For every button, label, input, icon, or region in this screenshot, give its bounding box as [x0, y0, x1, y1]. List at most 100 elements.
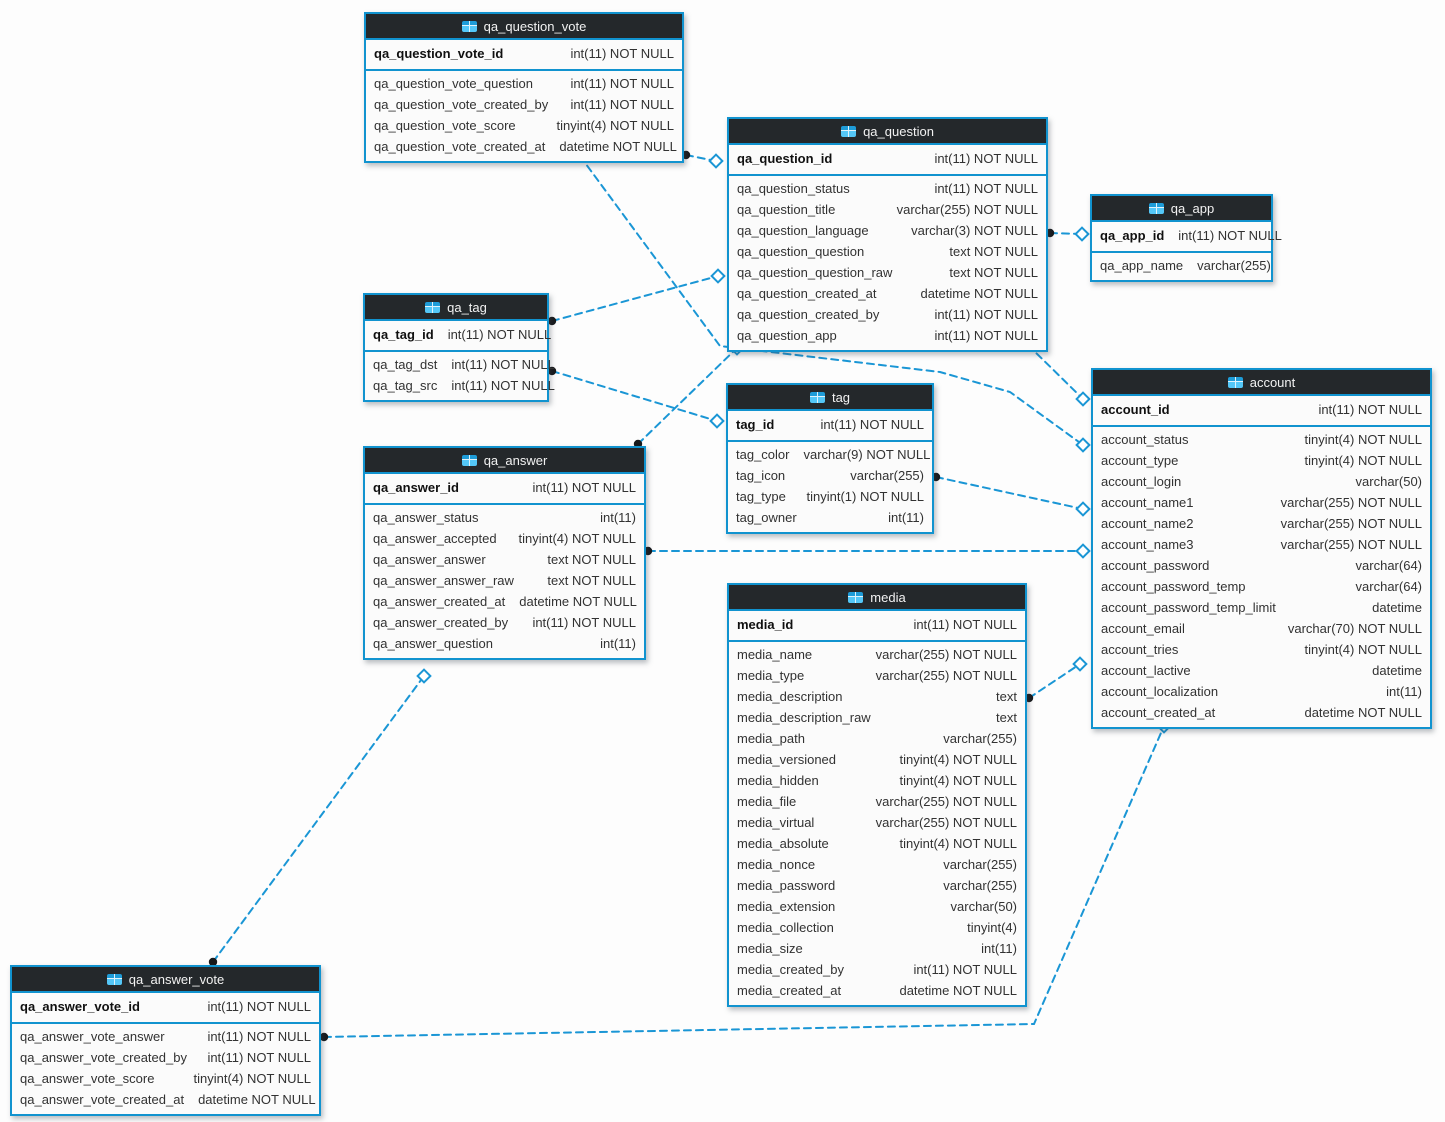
relationship-media-account[interactable] [1024, 656, 1088, 703]
table-header[interactable]: media [729, 585, 1025, 611]
relationship-qa_tag-qa_question[interactable] [547, 268, 726, 326]
relationship-qa_answer_vote-qa_answer[interactable] [208, 668, 432, 967]
relationship-line[interactable] [579, 155, 1084, 446]
table-header[interactable]: qa_app [1092, 196, 1271, 222]
relationship-tag-account[interactable] [931, 472, 1091, 517]
relationship-qa_question_vote-qa_question[interactable] [681, 150, 724, 169]
relationship-line[interactable] [551, 370, 718, 422]
table-header[interactable]: qa_answer_vote [12, 967, 319, 993]
relationship-qa_question-qa_app[interactable] [1045, 226, 1090, 242]
relationship-line[interactable] [637, 347, 738, 445]
relationship-qa_answer-account[interactable] [643, 543, 1091, 559]
relationship-line[interactable] [323, 725, 1165, 1038]
relationship-line[interactable] [551, 275, 719, 322]
relationship-line[interactable] [1027, 344, 1084, 400]
table-header[interactable]: qa_tag [365, 295, 547, 321]
relationship-qa_tag-tag[interactable] [547, 366, 725, 429]
table-header[interactable]: qa_question_vote [366, 14, 682, 40]
relationship-line[interactable] [1028, 663, 1081, 699]
relationship-line[interactable] [935, 476, 1084, 510]
table-header[interactable]: qa_question [729, 119, 1046, 145]
relationship-line[interactable] [212, 675, 425, 963]
table-header[interactable]: account [1093, 370, 1430, 396]
